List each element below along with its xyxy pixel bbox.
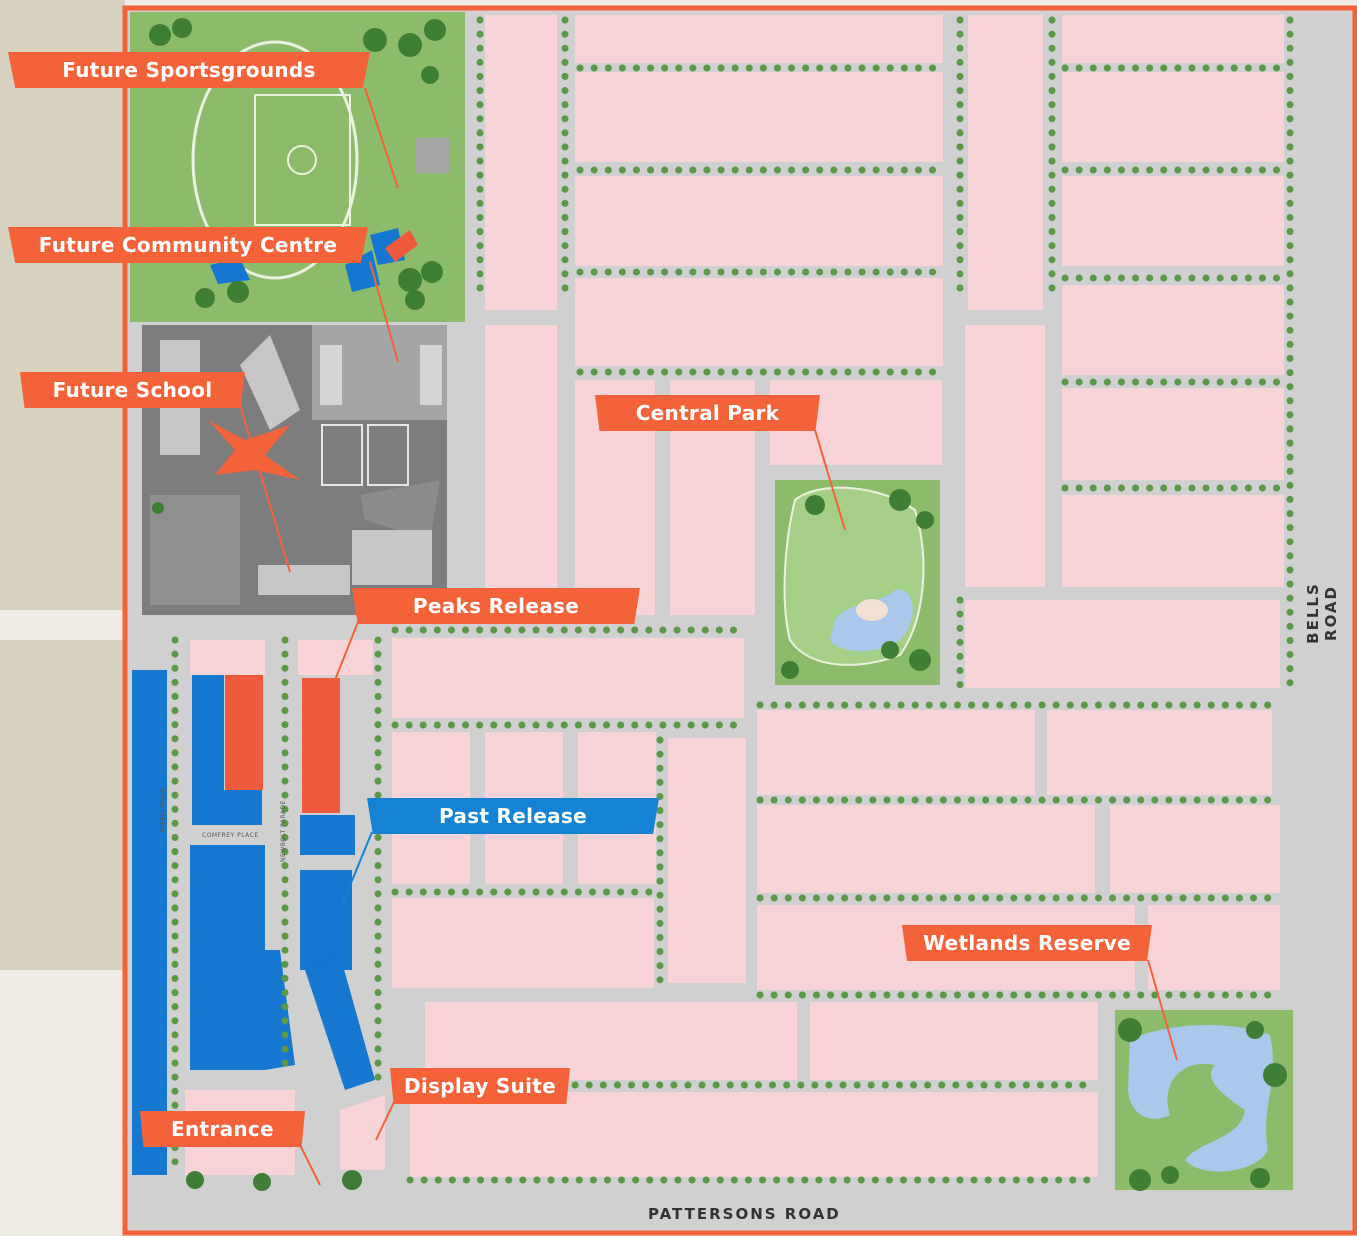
label-display-suite[interactable]: Display Suite [390, 1068, 570, 1104]
street-label-newbolt-parade: NEWBOLT PARADE [280, 800, 287, 862]
neighbouring-land [0, 0, 125, 610]
past-release-lots [132, 670, 375, 1175]
label-future-school[interactable]: Future School [20, 372, 245, 408]
label-entrance[interactable]: Entrance [140, 1111, 305, 1147]
street-label-comfrey-place: COMFREY PLACE [202, 832, 259, 839]
label-central-park[interactable]: Central Park [595, 395, 820, 431]
peaks-release-lots [225, 675, 340, 813]
estate-boundary [122, 5, 1357, 1236]
lot-blocks [185, 15, 1284, 1177]
label-future-community-centre[interactable]: Future Community Centre [8, 227, 368, 263]
road-label-pattersons-road: PATTERSONS ROAD [648, 1205, 841, 1223]
label-past-release[interactable]: Past Release [367, 798, 659, 834]
label-leader-lines [239, 87, 1178, 1186]
road-label-bells-road: BELLS ROAD [1304, 582, 1340, 644]
label-wetlands-reserve[interactable]: Wetlands Reserve [902, 925, 1152, 961]
street-trees [171, 16, 1294, 1184]
label-future-sportsgrounds[interactable]: Future Sportsgrounds [8, 52, 370, 88]
soccer-field [254, 94, 351, 226]
neighbouring-land [0, 640, 125, 970]
street-label-risely-road: RISELY ROAD [160, 787, 167, 832]
label-peaks-release[interactable]: Peaks Release [352, 588, 640, 624]
tree-clusters [149, 18, 1287, 1191]
